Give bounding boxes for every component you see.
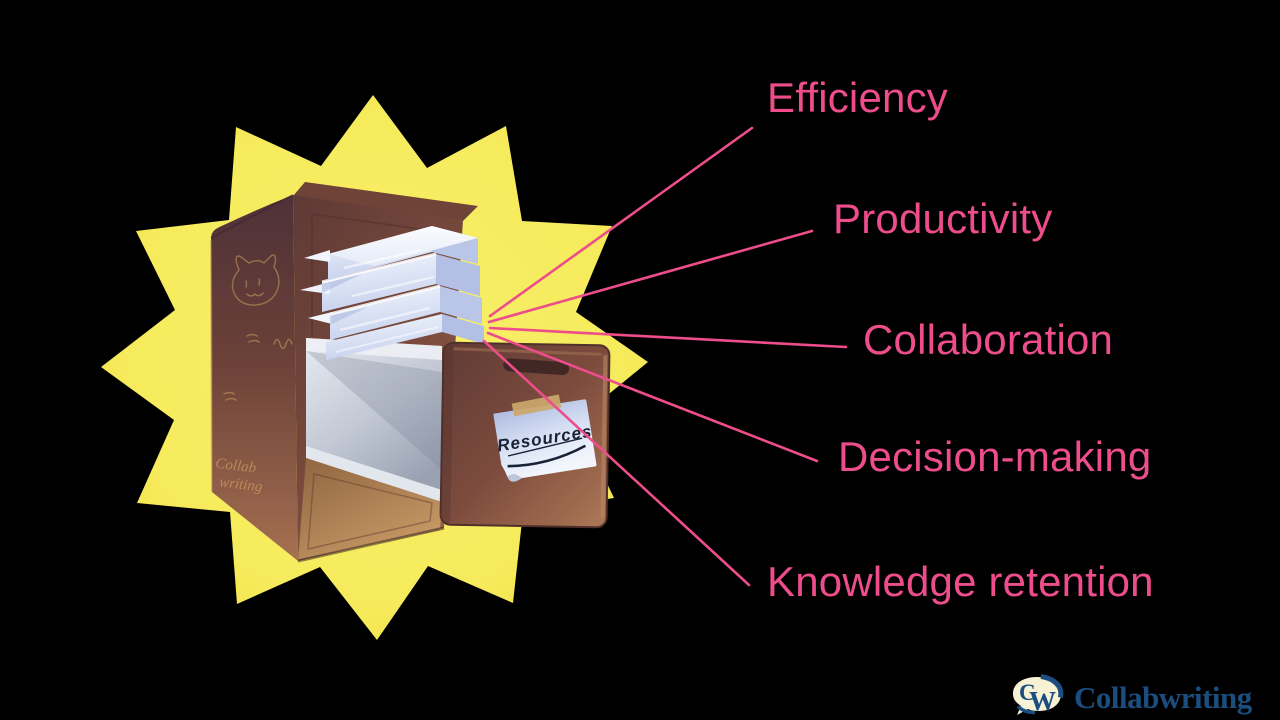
collabwriting-logo: C W Collabwriting xyxy=(1008,670,1252,720)
line-productivity xyxy=(487,229,814,324)
cat-face-doodle xyxy=(231,254,280,306)
drawer-handle-slot xyxy=(503,358,570,376)
paper-stack xyxy=(300,226,484,360)
scribble-line-1: Collab xyxy=(215,456,258,477)
line-decision-making xyxy=(486,331,819,463)
bottom-drawer-opening xyxy=(298,458,442,560)
line-knowledge-retention xyxy=(482,339,751,587)
logo-mark-c: C xyxy=(1019,680,1036,705)
cabinet-side-scribble: Collab writing xyxy=(215,456,264,496)
benefit-label-efficiency: Efficiency xyxy=(767,74,948,121)
scribble-line-2: writing xyxy=(218,474,263,495)
top-drawer-seam xyxy=(311,213,457,335)
cabinet-doodles xyxy=(223,254,293,401)
collabwriting-logo-mark: C W xyxy=(1013,674,1064,716)
connector-lines xyxy=(482,126,848,587)
benefit-label-decision-making: Decision-making xyxy=(838,433,1152,480)
benefit-label-knowledge-retention: Knowledge retention xyxy=(767,558,1154,605)
line-efficiency xyxy=(488,126,754,318)
benefit-label-collaboration: Collaboration xyxy=(863,316,1114,363)
logo-wordmark: Collabwriting xyxy=(1074,679,1252,715)
logo-mark-w: W xyxy=(1029,686,1056,716)
line-collaboration xyxy=(488,326,848,349)
cabinet-top-face xyxy=(293,182,478,221)
benefit-label-productivity: Productivity xyxy=(833,195,1053,242)
